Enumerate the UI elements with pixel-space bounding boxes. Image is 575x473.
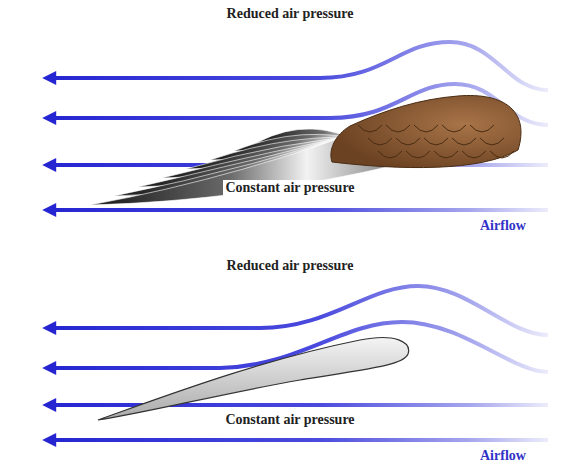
covert-feather [386,125,410,132]
airfoil [98,338,409,420]
pressure-label: Constant air pressure [223,412,356,428]
covert-feather [442,125,466,132]
covert-feather [462,151,486,158]
covert-feather [368,138,392,145]
airflow-line [52,438,548,442]
covert-feather [406,151,430,158]
covert-feathers [358,125,514,158]
airflow-line [52,42,548,90]
covert-feather [414,125,438,132]
covert-feather [424,138,448,145]
covert-feather [434,151,458,158]
covert-feather [480,138,504,145]
airflow-line [52,286,548,335]
airflow-label: Airflow [478,448,528,464]
covert-feather [490,151,514,158]
covert-feather [396,138,420,145]
airflow-lines [52,286,548,440]
covert-feather [470,125,494,132]
covert-feather [358,125,382,132]
airflow-label: Airflow [478,218,528,234]
covert-feather [452,138,476,145]
pressure-label: Reduced air pressure [225,6,356,22]
pressure-label: Constant air pressure [223,180,356,196]
airflow-line [52,208,548,212]
pressure-label: Reduced air pressure [225,258,356,274]
bird-wing [90,95,521,205]
airflow-line [52,403,548,407]
airflow-lines [52,42,548,210]
covert-feather [378,151,402,158]
wing-coverts [331,95,521,167]
